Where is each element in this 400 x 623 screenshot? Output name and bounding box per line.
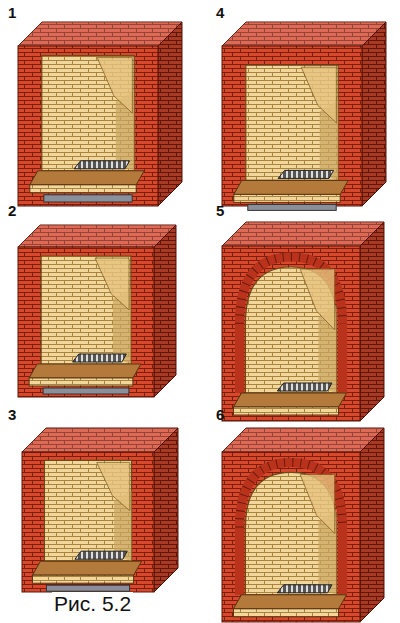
hearth-slab xyxy=(30,171,144,185)
smoke-throat xyxy=(300,474,335,533)
arch-ring xyxy=(239,257,342,393)
ash-pit xyxy=(44,195,132,202)
brick-front xyxy=(222,46,362,206)
firebox-back xyxy=(41,256,131,364)
hearth-slab xyxy=(233,393,346,407)
firebox-back xyxy=(44,460,131,561)
firebox-back xyxy=(245,472,336,594)
brick-side xyxy=(154,225,176,397)
firebox-back xyxy=(246,65,338,180)
brick-side xyxy=(362,22,386,206)
brick-part xyxy=(222,428,384,452)
brick-part xyxy=(18,225,176,247)
firebox-back xyxy=(42,56,134,171)
smoke-throat xyxy=(97,58,132,114)
brick-front xyxy=(22,452,154,592)
hearth-front xyxy=(30,185,136,193)
brick-top xyxy=(22,428,178,452)
brick-side xyxy=(154,428,178,592)
firebox-back xyxy=(245,267,336,393)
grate xyxy=(73,354,127,362)
brick-part xyxy=(362,22,386,206)
grate xyxy=(278,170,333,178)
brick-part xyxy=(222,22,386,46)
brick-part xyxy=(222,222,384,246)
ash-pit xyxy=(248,204,336,210)
brick-top xyxy=(222,428,384,452)
brick-part xyxy=(154,428,178,592)
hearth-slab xyxy=(233,595,346,609)
brick-side xyxy=(360,428,384,622)
brick-part xyxy=(158,22,182,206)
ash-pit xyxy=(46,585,129,591)
grate xyxy=(74,161,129,169)
brick-top xyxy=(18,225,176,247)
brick-part xyxy=(18,22,182,46)
grate xyxy=(277,585,332,593)
grate xyxy=(277,383,332,391)
brick-front xyxy=(18,247,154,397)
brick-top xyxy=(222,222,384,246)
hearth-front xyxy=(234,194,340,202)
figure-caption: Рис. 5.2 xyxy=(52,592,133,616)
brick-front xyxy=(222,452,360,622)
figure-number: 2 xyxy=(8,202,16,219)
brick-top xyxy=(222,22,386,46)
brick-top xyxy=(18,22,182,46)
hearth-front xyxy=(32,575,133,583)
figure-number: 6 xyxy=(216,406,224,423)
brick-part xyxy=(360,222,384,421)
smoke-throat xyxy=(300,269,335,330)
brick-part xyxy=(22,428,178,452)
brick-part xyxy=(154,225,176,397)
brick-side xyxy=(360,222,384,421)
hearth-front xyxy=(29,378,133,386)
arch-ring xyxy=(239,462,342,594)
hearth-slab xyxy=(32,561,141,575)
hearth-slab xyxy=(29,364,141,378)
smoke-throat xyxy=(95,258,129,310)
hearth-front xyxy=(233,407,338,415)
figure-number: 1 xyxy=(8,4,16,21)
brick-front xyxy=(18,46,158,206)
ash-pit xyxy=(43,388,129,394)
hearth-front xyxy=(233,609,338,617)
figure-number: 4 xyxy=(216,4,224,21)
smoke-throat xyxy=(301,67,336,123)
brick-side xyxy=(158,22,182,206)
brick-part xyxy=(360,428,384,622)
grate xyxy=(75,551,127,559)
brick-front xyxy=(222,246,360,421)
smoke-throat xyxy=(97,462,130,510)
hearth-slab xyxy=(234,180,348,194)
figure-number: 3 xyxy=(8,406,16,423)
figure-number: 5 xyxy=(216,202,224,219)
